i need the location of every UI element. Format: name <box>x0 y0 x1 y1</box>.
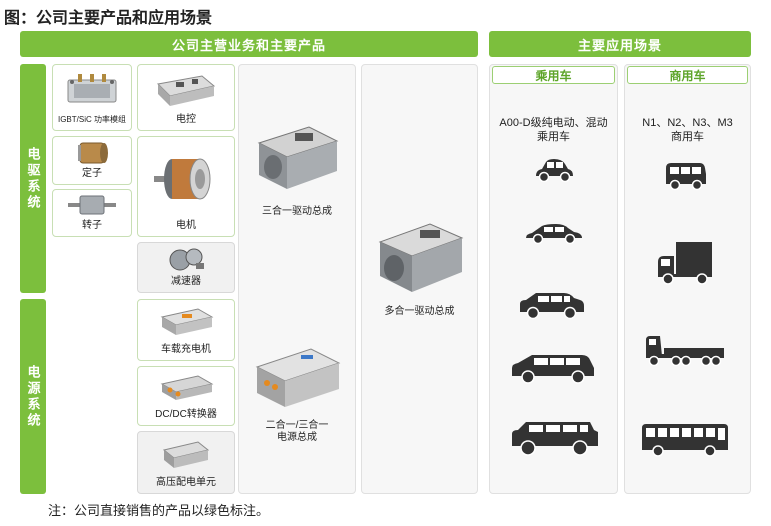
truck-icon <box>658 242 712 285</box>
product-rotor: 转子 <box>52 189 132 237</box>
power-assembly-label: 二合一/三合一 电源总成 <box>265 420 329 443</box>
hv-distribution-image <box>138 432 234 477</box>
small-car-icon <box>536 159 573 183</box>
footnote: 注：公司直接销售的产品以绿色标注。 <box>48 503 270 518</box>
rotor-label: 转子 <box>82 220 102 231</box>
passenger-header: 乘用车 <box>492 66 615 84</box>
product-multi-in-one-drive: 多合一驱动总成 <box>363 206 476 322</box>
product-hv-distribution: 高压配电单元 <box>137 431 235 494</box>
stator-label: 定子 <box>82 168 102 179</box>
power-assembly-image <box>240 330 354 420</box>
obc-image <box>138 300 234 344</box>
applications-header: 主要应用场景 <box>489 31 751 57</box>
sedan-icon <box>526 224 582 245</box>
controller-image <box>138 65 234 114</box>
igbt-module-image <box>53 65 131 114</box>
figure-title: 图：公司主要产品和应用场景 <box>4 10 213 27</box>
igbt-label: IGBT/SiC 功率模组 <box>57 115 126 124</box>
three-in-one-label: 三合一驱动总成 <box>262 206 332 217</box>
section-power-system: 电源系统 <box>20 299 46 494</box>
commercial-description: N1、N2、N3、M3 商用车 <box>642 117 733 143</box>
controller-label: 电控 <box>176 114 196 125</box>
product-motor: 电机 <box>137 136 235 237</box>
multi-in-one-image <box>363 206 476 306</box>
product-power-assembly: 二合一/三合一 电源总成 <box>240 330 354 448</box>
product-igbt-module: IGBT/SiC 功率模组 <box>52 64 132 131</box>
commercial-column <box>624 64 751 494</box>
products-header: 公司主营业务和主要产品 <box>20 31 478 57</box>
semi-truck-icon <box>646 336 724 367</box>
multi-in-one-label: 多合一驱动总成 <box>384 306 455 317</box>
mpv-icon <box>512 355 594 384</box>
reducer-label: 减速器 <box>171 276 201 287</box>
dcdc-label: DC/DC转换器 <box>155 409 217 420</box>
suv-icon <box>520 293 584 320</box>
stator-image <box>53 137 131 168</box>
passenger-description: A00-D级纯电动、混动 乘用车 <box>499 117 608 143</box>
three-in-one-image <box>240 104 354 206</box>
reducer-image <box>138 243 234 276</box>
product-reducer: 减速器 <box>137 242 235 293</box>
hv-distribution-label: 高压配电单元 <box>156 477 216 488</box>
section-drive-system: 电驱系统 <box>20 64 46 293</box>
product-stator: 定子 <box>52 136 132 185</box>
product-dcdc: DC/DC转换器 <box>137 366 235 426</box>
product-controller: 电控 <box>137 64 235 131</box>
product-three-in-one-drive: 三合一驱动总成 <box>240 104 354 222</box>
bus-icon <box>642 424 728 457</box>
dcdc-image <box>138 367 234 409</box>
motor-label: 电机 <box>176 220 196 231</box>
commercial-header: 商用车 <box>627 66 748 84</box>
offroad-icon <box>512 422 598 456</box>
product-obc: 车载充电机 <box>137 299 235 361</box>
rotor-image <box>53 190 131 220</box>
passenger-column <box>489 64 618 494</box>
obc-label: 车载充电机 <box>161 344 211 355</box>
van-icon <box>666 163 706 191</box>
motor-image <box>138 137 234 220</box>
